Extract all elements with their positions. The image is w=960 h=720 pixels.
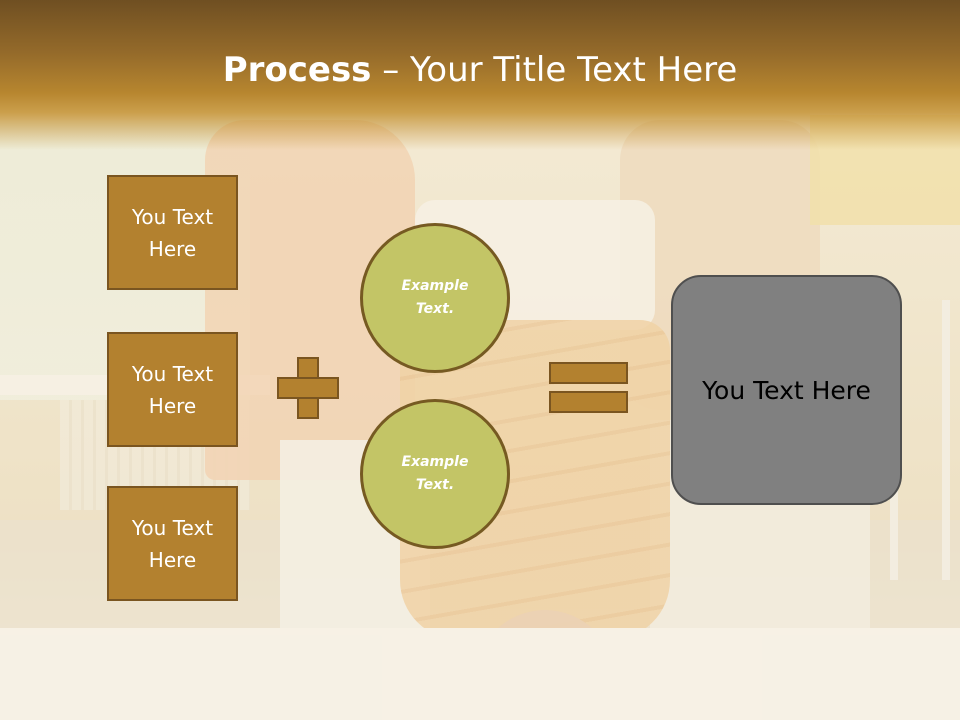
process-box-3[interactable]: You Text Here (107, 486, 238, 601)
title-bold: Process (222, 50, 372, 90)
plus-icon-center (299, 379, 317, 397)
background-table (0, 628, 960, 720)
process-box-3-line1: You Text (131, 515, 214, 540)
plus-icon (277, 357, 339, 419)
example-circle-1[interactable]: Example Text. (360, 223, 510, 373)
example-circle-1-line2: Text. (415, 301, 455, 317)
example-circle-1-line1: Example (401, 278, 469, 294)
equals-icon-bottom-bar (549, 391, 628, 413)
process-box-3-line2: Here (148, 547, 197, 572)
process-box-1-line1: You Text (131, 204, 214, 229)
result-box[interactable]: You Text Here (671, 275, 902, 505)
process-box-2[interactable]: You Text Here (107, 332, 238, 447)
example-circle-2-line1: Example (401, 454, 469, 470)
example-circle-2-line2: Text. (415, 477, 455, 493)
title-rest: – Your Title Text Here (371, 50, 738, 90)
process-box-1[interactable]: You Text Here (107, 175, 238, 290)
process-box-2-line2: Here (148, 393, 197, 418)
process-box-1-line2: Here (148, 236, 197, 261)
title-banner (0, 0, 960, 150)
result-box-label: You Text Here (702, 375, 871, 405)
process-box-2-line1: You Text (131, 361, 214, 386)
equals-icon-top-bar (549, 362, 628, 384)
example-circle-2[interactable]: Example Text. (360, 399, 510, 549)
slide-title: Process – Your Title Text Here (0, 50, 960, 90)
